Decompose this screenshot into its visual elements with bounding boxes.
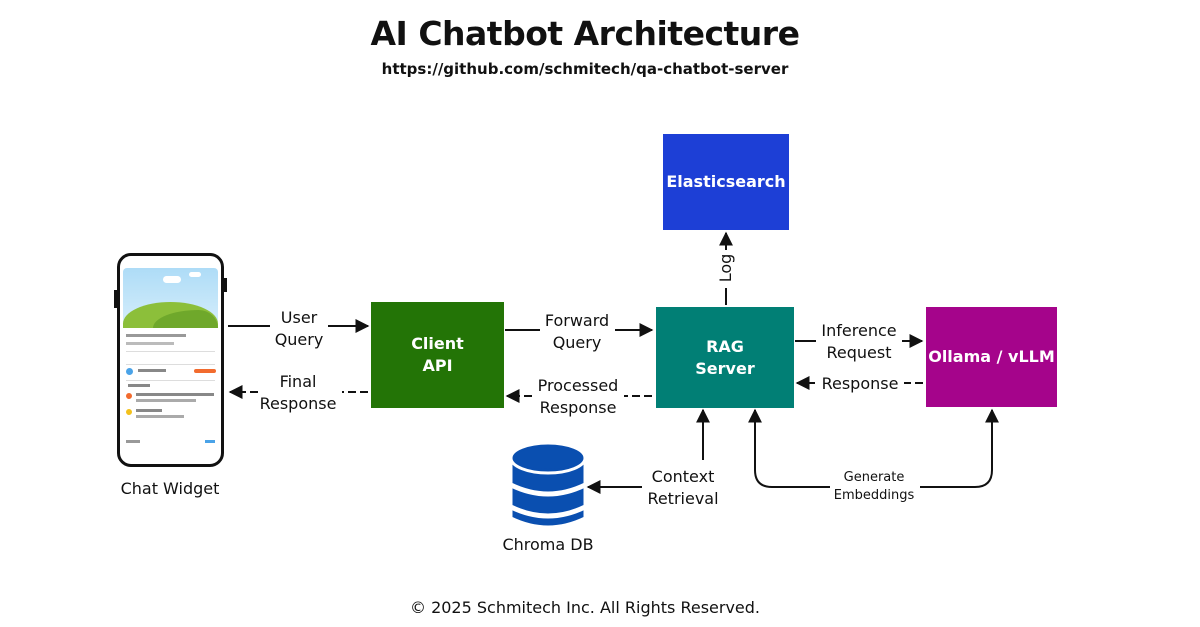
inference-request-label: Inference Request [821, 321, 897, 362]
context-retrieval-label: Context Retrieval [647, 467, 719, 508]
user-query-label: User Query [274, 308, 324, 349]
phone-banner-image [123, 268, 218, 328]
copyright-footer: © 2025 Schmitech Inc. All Rights Reserve… [409, 598, 760, 617]
chroma-db-icon[interactable] [508, 440, 588, 534]
phone-side-button [114, 290, 117, 308]
ollama-vllm-node[interactable]: Ollama / vLLM [926, 307, 1057, 407]
generate-embeddings-label: Generate Embeddings [833, 470, 915, 503]
chroma-db-label: Chroma DB [502, 535, 594, 554]
elasticsearch-node[interactable]: Elasticsearch [663, 134, 789, 230]
repo-link[interactable]: https://github.com/schmitech/qa-chatbot-… [381, 60, 789, 78]
client-api-node[interactable]: Client API [371, 302, 504, 408]
rag-server-node[interactable]: RAG Server [656, 307, 794, 408]
chat-widget-label: Chat Widget [120, 479, 220, 498]
chat-widget-phone[interactable] [117, 253, 224, 467]
final-response-label: Final Response [259, 372, 337, 413]
processed-response-label: Processed Response [537, 376, 619, 417]
response-label: Response [821, 374, 899, 393]
arrow-generate-embeddings-right [920, 408, 999, 488]
phone-side-button-right [224, 278, 227, 292]
arrow-generate-embeddings [748, 408, 830, 488]
page-title: AI Chatbot Architecture [370, 14, 800, 53]
forward-query-label: Forward Query [544, 311, 610, 352]
log-label: Log [716, 253, 735, 283]
